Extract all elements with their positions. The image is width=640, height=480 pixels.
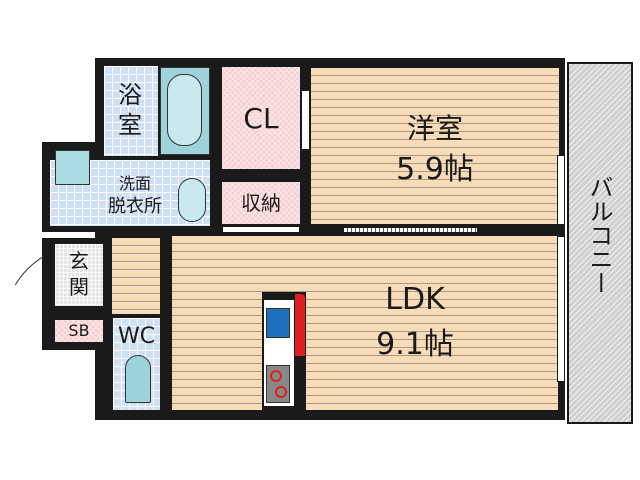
burner-2 — [275, 386, 287, 398]
shoe-box-label: SB — [68, 321, 90, 340]
storage — [222, 182, 300, 224]
sink — [266, 308, 290, 338]
western-room-sliding-door[interactable] — [343, 227, 478, 233]
ldk — [172, 236, 558, 410]
closet-door[interactable] — [301, 90, 310, 150]
toilet-bowl — [125, 355, 151, 403]
western-room-size: 5.9帖 — [396, 152, 474, 187]
range-hood — [295, 294, 305, 356]
stove — [266, 365, 290, 403]
balcony — [567, 62, 633, 424]
bathtub-inner — [167, 74, 202, 146]
entrance — [55, 244, 103, 306]
entrance-door[interactable] — [4, 245, 44, 285]
washroom-label-line1: 洗面 — [118, 174, 151, 193]
burner-1 — [270, 370, 282, 382]
storage-door[interactable] — [222, 226, 300, 233]
ldk-size: 9.1帖 — [376, 327, 454, 362]
balcony-label: バルコニー — [585, 175, 613, 295]
balcony-window-upper[interactable] — [557, 155, 565, 225]
closet-cl-label: CL — [243, 102, 279, 135]
hallway — [112, 238, 160, 314]
washbasin — [178, 178, 206, 222]
washing-machine-pan — [55, 150, 90, 185]
bathtub — [160, 67, 210, 155]
western-room-label: 洋室 — [406, 112, 463, 145]
balcony-window-lower[interactable] — [557, 236, 565, 382]
entrance-label: 玄関 — [69, 249, 89, 299]
western-room — [311, 68, 559, 224]
bathroom-label: 浴室 — [118, 81, 142, 139]
bathroom — [104, 66, 158, 156]
washroom-label-line2: 脱衣所 — [108, 196, 162, 217]
shoe-box — [55, 320, 103, 342]
storage-label: 収納 — [241, 191, 281, 215]
ldk-label: LDK — [385, 282, 445, 317]
toilet-label: WC — [117, 324, 156, 349]
closet-cl — [222, 67, 300, 169]
